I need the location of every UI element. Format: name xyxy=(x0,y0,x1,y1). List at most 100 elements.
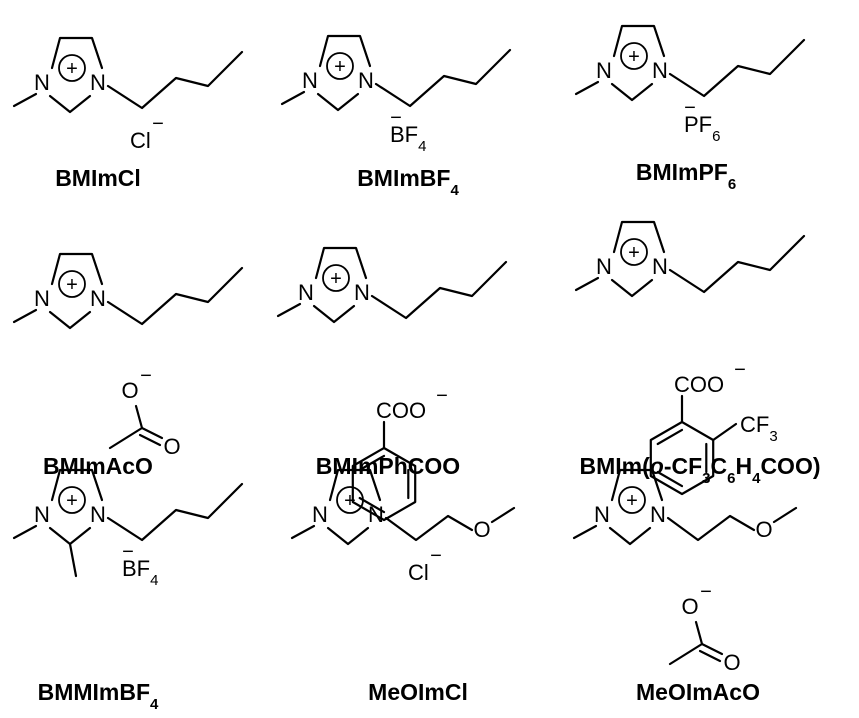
compound-label: BMImBF4 xyxy=(357,165,459,199)
compound-label: BMMImBF4 xyxy=(38,679,159,713)
n-methyl-bond xyxy=(572,524,598,540)
butyl-chain xyxy=(106,482,244,542)
nitrogen-atom: N xyxy=(594,502,610,527)
negative-charge-sign: − xyxy=(734,359,746,381)
positive-charge-circle xyxy=(58,270,86,298)
compound-name: MeOImAcO xyxy=(636,679,760,705)
positive-charge-circle xyxy=(322,264,350,292)
ring-bond xyxy=(326,526,370,546)
compound-label: BMImAcO xyxy=(43,453,153,479)
butyl-chain xyxy=(106,50,244,110)
negative-charge-sign: − xyxy=(152,113,164,135)
n-methyl-bond xyxy=(276,302,302,318)
trifluoromethyl-group: CF3 xyxy=(740,412,778,445)
n-methyl-bond xyxy=(574,276,600,292)
positive-charge-sign: + xyxy=(330,268,342,290)
butyl-chain xyxy=(668,38,806,98)
compound-name: BMImPF6 xyxy=(636,159,736,193)
ring-bond xyxy=(48,310,92,330)
nitrogen-atom: N xyxy=(596,58,612,83)
nitrogen-atom: N xyxy=(652,254,668,279)
compound-structure: N N + COO− CF3 xyxy=(574,220,806,496)
n-methyl-bond xyxy=(290,524,316,540)
nitrogen-atom: N xyxy=(34,70,50,95)
oxygen-atom: O xyxy=(473,517,490,542)
benzene-double-bond xyxy=(656,428,684,446)
ring-bond xyxy=(316,92,360,112)
nitrogen-atom: N xyxy=(90,286,106,311)
compound-name: BMImBF4 xyxy=(357,165,459,199)
ring-bond xyxy=(612,220,666,254)
ring-bond xyxy=(312,304,356,324)
ring-bond xyxy=(48,94,92,114)
methoxyethyl-chain xyxy=(666,514,756,542)
ring-bond xyxy=(318,34,372,68)
benzene-double-bond xyxy=(656,470,684,488)
positive-charge-sign: + xyxy=(626,490,638,512)
ring-bond xyxy=(610,278,654,298)
ring-bond xyxy=(610,468,664,502)
nitrogen-atom: N xyxy=(298,280,314,305)
positive-charge-sign: + xyxy=(334,56,346,78)
ring-bond xyxy=(50,252,104,286)
ring-bond xyxy=(608,526,652,546)
nitrogen-atom: N xyxy=(358,68,374,93)
nitrogen-atom: N xyxy=(34,502,50,527)
positive-charge-circle xyxy=(618,486,646,514)
compound-name: BMImAcO xyxy=(43,453,153,479)
compound-name: BMMImBF4 xyxy=(38,679,159,713)
negative-charge-sign: − xyxy=(700,581,712,603)
compound-name: BMImCl xyxy=(55,165,141,191)
positive-charge-sign: + xyxy=(628,46,640,68)
negative-charge-sign: − xyxy=(436,385,448,407)
methoxy-bond xyxy=(490,506,516,524)
positive-charge-circle xyxy=(58,54,86,82)
carboxylate-group: COO xyxy=(376,398,426,423)
acetate-bond xyxy=(668,620,704,666)
positive-charge-sign: + xyxy=(628,242,640,264)
n-methyl-bond xyxy=(574,80,600,96)
cf3-bond xyxy=(712,422,738,442)
nitrogen-atom: N xyxy=(302,68,318,93)
negative-charge-sign: − xyxy=(390,107,402,129)
positive-charge-circle xyxy=(336,486,364,514)
nitrogen-atom: N xyxy=(652,58,668,83)
ring-bond xyxy=(612,24,666,58)
carboxylate-group: COO xyxy=(674,372,724,397)
benzene-ring xyxy=(351,446,417,522)
compound-label: BMIm(o-CF3C6H4COO) xyxy=(579,453,820,487)
compound-structure: N N + PF6− xyxy=(574,24,806,145)
negative-charge-sign: − xyxy=(684,97,696,119)
nitrogen-atom: N xyxy=(650,502,666,527)
positive-charge-sign: + xyxy=(66,58,78,80)
compound-label: BMImPF6 xyxy=(636,159,736,193)
butyl-chain xyxy=(370,260,508,320)
acetate-oxygen: O xyxy=(121,378,138,403)
positive-charge-circle xyxy=(620,238,648,266)
acetate-carbonyl xyxy=(138,426,164,447)
compound-name: BMIm(o-CF3C6H4COO) xyxy=(579,453,820,487)
nitrogen-atom: N xyxy=(596,254,612,279)
n-methyl-bond xyxy=(280,90,306,106)
positive-charge-circle xyxy=(620,42,648,70)
hexafluorophosphate-anion: PF6 xyxy=(684,112,720,145)
positive-charge-sign: + xyxy=(66,490,78,512)
methoxyethyl-chain xyxy=(384,514,474,542)
n-methyl-bond xyxy=(12,308,38,324)
nitrogen-atom: N xyxy=(368,502,384,527)
positive-charge-sign: + xyxy=(66,274,78,296)
compound-label: BMImCl xyxy=(55,165,141,191)
compound-name: MeOImCl xyxy=(368,679,468,705)
n-methyl-bond xyxy=(12,92,38,108)
compound-label: MeOImAcO xyxy=(636,679,760,705)
negative-charge-sign: − xyxy=(140,365,152,387)
nitrogen-atom: N xyxy=(90,502,106,527)
benzene-double-bond xyxy=(358,454,386,472)
